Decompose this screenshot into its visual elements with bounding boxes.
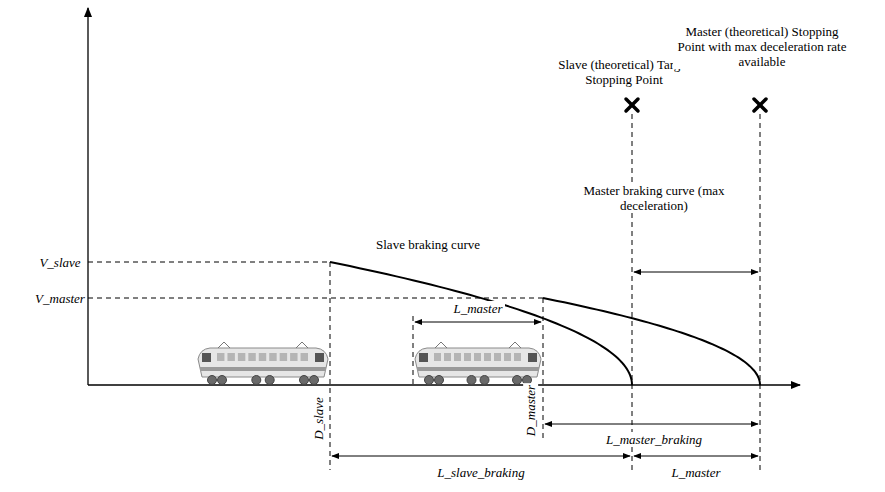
distance-label: D_slave	[310, 395, 325, 442]
slave-braking-curve	[330, 262, 632, 385]
distance-label: D_master	[524, 382, 539, 437]
speed-label: V_slave	[37, 255, 82, 270]
speed-label: V_master	[33, 291, 87, 306]
stop-mark	[626, 99, 638, 111]
stop-point-label: Master (theoretical) Stopping Point with…	[673, 24, 852, 69]
curve-label: Slave braking curve	[346, 237, 510, 252]
guide-lines	[88, 114, 760, 470]
stop-mark	[754, 99, 766, 111]
master-braking-curve	[543, 298, 760, 385]
braking-curves	[330, 262, 760, 385]
trains	[198, 342, 541, 385]
dimension-label: L_master_braking	[604, 432, 704, 447]
dimension-label: L_master	[669, 465, 722, 480]
dimension-label: L_slave_braking	[435, 465, 526, 480]
dimension-arrows	[332, 272, 758, 456]
slave-train	[198, 342, 328, 385]
master-train	[415, 342, 541, 385]
y-axis	[87, 8, 88, 385]
curve-label: Master braking curve (max deceleration)	[577, 183, 731, 213]
x-axis	[88, 384, 800, 385]
dimension-label: L_master	[451, 301, 504, 316]
